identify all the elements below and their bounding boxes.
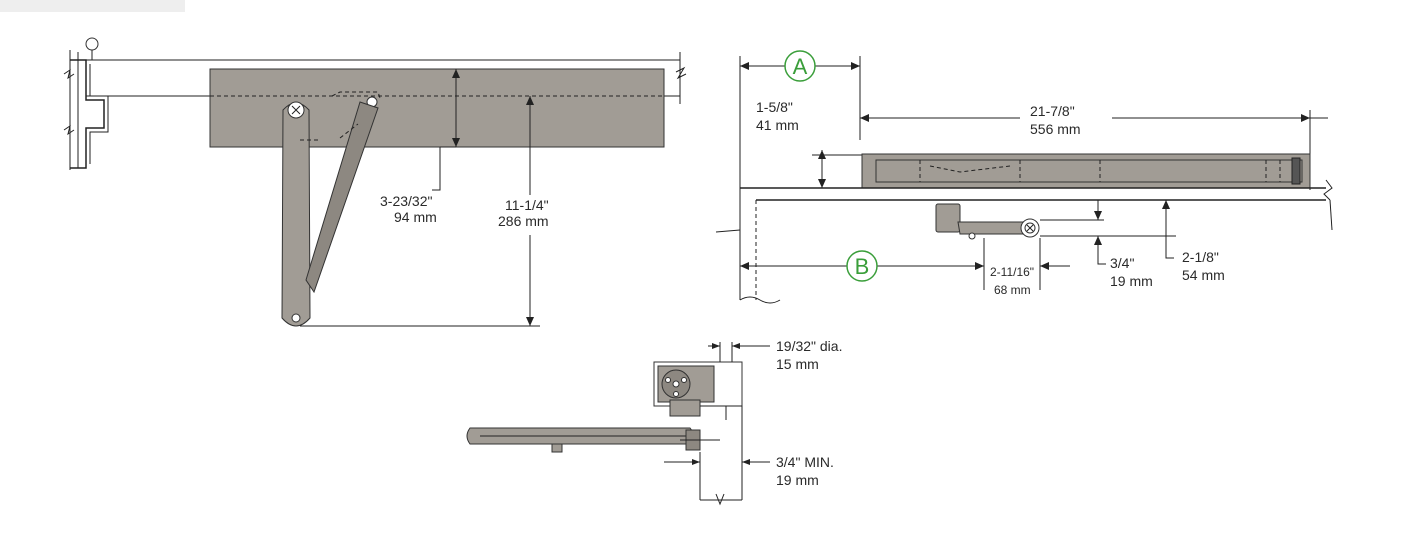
dim-54-in: 2-1/8" bbox=[1182, 249, 1219, 265]
main-arm bbox=[281, 102, 311, 327]
closer-body bbox=[209, 68, 665, 148]
arm-shoe bbox=[935, 203, 961, 233]
dim-68-in: 2-11/16" bbox=[990, 265, 1034, 279]
callout-a-label: A bbox=[793, 54, 808, 79]
door-slab bbox=[740, 187, 1326, 201]
plan-view: A 21-7/8" 556 mm 1-5/8" 41 mm bbox=[715, 50, 1333, 304]
dim-68-mm: 68 mm bbox=[994, 283, 1031, 297]
forearm bbox=[305, 101, 379, 294]
spindle-boss bbox=[669, 399, 701, 417]
dim-min-in: 3/4" MIN. bbox=[776, 454, 834, 470]
front-elevation-view: 3-23/32" 94 mm 11-1/4" 286 mm bbox=[63, 37, 687, 327]
corner-tab bbox=[0, 0, 185, 12]
dim-556-mm: 556 mm bbox=[1030, 121, 1081, 137]
dim-54-mm: 54 mm bbox=[1182, 267, 1225, 283]
dim-dia-mm: 15 mm bbox=[776, 356, 819, 372]
dim-41-mm: 41 mm bbox=[756, 117, 799, 133]
callout-b-label: B bbox=[855, 254, 870, 279]
dim-286-mm: 286 mm bbox=[498, 213, 549, 229]
door-section bbox=[700, 405, 743, 500]
dim-19-mm: 19 mm bbox=[1110, 273, 1153, 289]
dim-94-mm: 94 mm bbox=[394, 209, 437, 225]
arm-end-pin bbox=[291, 313, 301, 323]
callout-b bbox=[846, 250, 878, 282]
dim-dia-in: 19/32" dia. bbox=[776, 338, 842, 354]
dim-min-mm: 19 mm bbox=[776, 472, 819, 488]
dim-286-in: 11-1/4" bbox=[505, 197, 549, 213]
dim-94-in: 3-23/32" bbox=[380, 193, 432, 209]
closer-body-plan bbox=[861, 153, 1311, 189]
dim-556-in: 21-7/8" bbox=[1030, 103, 1075, 119]
callout-a bbox=[784, 50, 816, 82]
dim-41-in: 1-5/8" bbox=[756, 99, 793, 115]
dim-19-in: 3/4" bbox=[1110, 255, 1134, 271]
door-frame-profile bbox=[70, 59, 105, 169]
hinge-knob bbox=[85, 37, 99, 51]
side-section-view: 19/32" dia. 15 mm 3/4" MIN. 19 mm bbox=[466, 338, 842, 506]
